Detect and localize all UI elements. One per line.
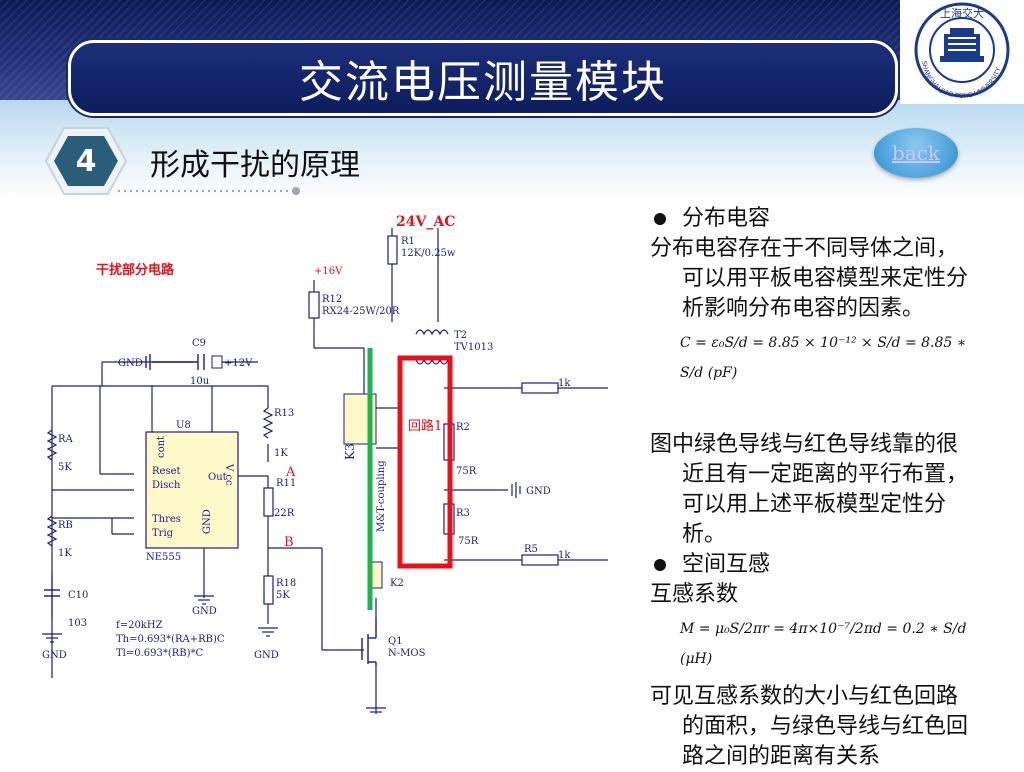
r2-label: R2	[456, 422, 470, 433]
gnd-r18-label: GND	[254, 650, 279, 661]
k3-subtitle: M&T-coupling	[376, 460, 387, 532]
pin-gnd: GND	[202, 509, 213, 534]
gnd-555-label: GND	[192, 606, 217, 617]
bullet-dot-icon	[654, 213, 666, 225]
dotted-divider	[118, 187, 300, 195]
pin-trig: Trig	[152, 528, 174, 539]
pin-thres: Thres	[152, 514, 181, 525]
r2-value: 75R	[456, 466, 477, 477]
c10-value: 103	[68, 618, 87, 629]
interference-circuit-schematic: 干扰部分电路 24V_AC	[12, 198, 608, 734]
c9-label: C9	[192, 338, 206, 349]
r18-label: R18	[276, 578, 296, 589]
note-freq: f=20kHZ	[116, 620, 163, 631]
r11-label: R11	[276, 478, 296, 489]
content-panel: 分布电容 分布电容存在于不同导体之间，可以用平板电容模型来定性分析影响分布电容的…	[650, 204, 970, 772]
logo-chars: 上海交大	[940, 6, 984, 20]
r3-value: 75R	[458, 536, 479, 547]
q1-mosfet	[361, 618, 377, 666]
t2-label: T2	[454, 330, 467, 341]
ra-zigzag	[46, 429, 58, 461]
gnd-right-label: GND	[526, 486, 551, 497]
ra-value: 5K	[58, 462, 72, 473]
formula-inductance: M = μ₀S/2πr = 4π×10⁻⁷/2πd = 0.2 ∗ S/d (μ…	[680, 621, 967, 667]
formula-capacitance: C = ε₀S/d = 8.85 × 10⁻¹² × S/d = 8.85 ∗ …	[680, 335, 967, 381]
university-logo: 上海交大 SHANGHAI JIAO TONG UNIVERSITY	[900, 0, 1024, 104]
section-subtitle: 形成干扰的原理	[150, 148, 360, 183]
red-loop	[397, 355, 453, 569]
section-number: 4	[75, 143, 97, 179]
q1-label: Q1	[388, 636, 403, 647]
chip-label: NE555	[146, 552, 181, 563]
back-button[interactable]: back	[874, 128, 958, 178]
r18-value: 5K	[276, 590, 290, 601]
supply-ac-label: 24V_AC	[396, 214, 455, 230]
bullet-dot-icon	[654, 559, 666, 571]
u8-label: U8	[176, 420, 191, 431]
r3-label: R3	[456, 508, 470, 519]
node-a: A	[285, 465, 296, 480]
r13-zigzag	[262, 407, 274, 439]
c9-value: 10u	[190, 376, 210, 387]
p12-label: +12V	[224, 358, 253, 369]
region-label: 干扰部分电路	[96, 262, 175, 278]
r12-label: R12	[322, 294, 342, 305]
header-gradient	[0, 100, 1024, 200]
para2: 图中绿色导线与红色导线靠的很近且有一定距离的平行布置，可以用上述平板模型定性分析…	[650, 432, 969, 547]
ne555-chip	[145, 431, 239, 549]
note-tl: Tl=0.693*(RB)*C	[116, 648, 204, 659]
t2-value: TV1013	[454, 342, 493, 353]
loop-label: 回路1	[408, 418, 442, 434]
c9-gnd-label: GND	[118, 358, 143, 369]
pin-cont: cont	[156, 436, 167, 458]
mask-1	[482, 436, 606, 476]
transformer-primary	[415, 329, 449, 336]
note-th: Th=0.693*(RA+RB)C	[116, 634, 225, 645]
logo-seal-icon: 上海交大 SHANGHAI JIAO TONG UNIVERSITY	[914, 2, 1010, 100]
r1-value: 12K/0.25w	[401, 248, 456, 259]
back-label: back	[891, 141, 941, 165]
r12-value: RX24-25W/20R	[322, 306, 400, 317]
bullet-distributed-capacitance: 分布电容	[650, 204, 970, 234]
bullet1-text: 分布电容	[682, 206, 771, 231]
r4-value: 1k	[558, 378, 571, 389]
node-b: B	[284, 535, 294, 550]
mask-2	[82, 684, 252, 734]
p16-label: +16V	[314, 266, 343, 277]
para4: 可见互感系数的大小与红色回路的面积，与绿色导线与红色回路之间的距离有关系	[650, 684, 969, 769]
r13-value: 1K	[274, 448, 288, 459]
rb-value: 1K	[58, 548, 72, 559]
r11-value: 22R	[274, 508, 295, 519]
page-title: 交流电压测量模块	[299, 57, 667, 108]
ground-symbols	[42, 482, 521, 713]
pin-vcc: V cc	[223, 463, 234, 486]
r13-label: R13	[274, 408, 294, 419]
rb-zigzag	[46, 515, 58, 547]
r5-value: 1k	[558, 550, 571, 561]
title-bar: 交流电压测量模块	[68, 40, 898, 116]
pin-reset: Reset	[152, 466, 181, 477]
c9-capacitor	[145, 354, 205, 370]
para1: 分布电容存在于不同导体之间，可以用平板电容模型来定性分析影响分布电容的因素。	[650, 236, 969, 321]
pin-disch: Disch	[152, 480, 181, 491]
c10-capacitor	[44, 589, 60, 597]
gnd-c10-label: GND	[42, 650, 67, 661]
c9-plus-box	[211, 355, 223, 369]
r1-label: R1	[401, 236, 415, 247]
bullet2-text: 空间互感	[682, 552, 771, 577]
k2-label: K2	[390, 578, 404, 589]
c10-label: C10	[68, 590, 88, 601]
ra-label: RA	[58, 434, 74, 445]
rb-label: RB	[58, 520, 73, 531]
para3: 互感系数	[650, 582, 739, 607]
q1-value: N-MOS	[388, 648, 426, 659]
spacer	[650, 396, 970, 430]
pin-out: Out	[208, 472, 227, 483]
bullet-mutual-inductance: 空间互感	[650, 550, 970, 580]
r5-label: R5	[524, 544, 538, 555]
k3-label: K3	[343, 443, 357, 460]
section-badge	[44, 127, 128, 195]
